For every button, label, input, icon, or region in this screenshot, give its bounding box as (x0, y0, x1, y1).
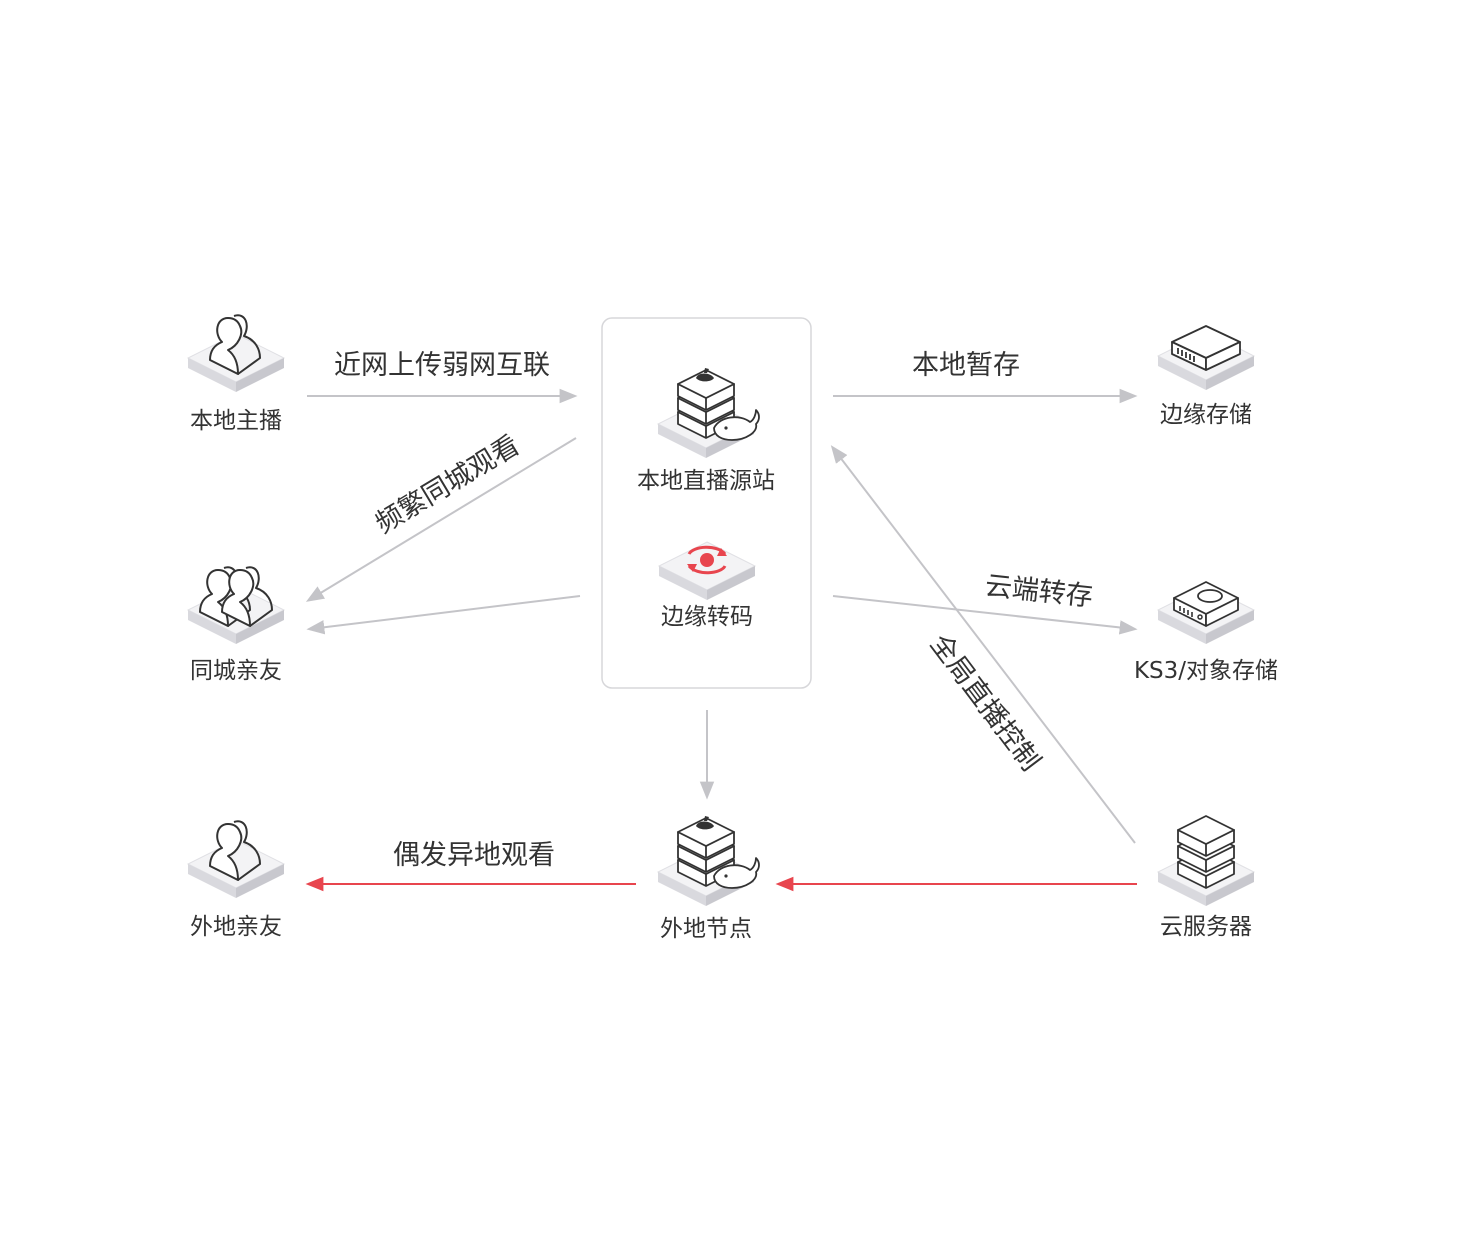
node-label-ks3-storage: KS3/对象存储 (1134, 658, 1278, 684)
node-remote-friends: 外地亲友 (187, 820, 285, 940)
node-edge-storage: 边缘存储 (1157, 325, 1255, 428)
edge-label-local-temp: 本地暂存 (912, 350, 1020, 381)
node-label-remote-node: 外地节点 (660, 916, 752, 942)
server-stack-icon (1157, 815, 1255, 907)
edge-label-frequent-local: 频繁同城观看 (370, 430, 525, 540)
storage-box-icon (1157, 325, 1255, 391)
users-icon (187, 566, 285, 645)
node-ks3-storage: KS3/对象存储 (1134, 581, 1278, 684)
node-same-city-friends: 同城亲友 (187, 566, 285, 684)
edge-transcode-to-same-city (306, 595, 581, 635)
user-icon (187, 314, 285, 393)
node-label-same-city-friends: 同城亲友 (190, 658, 282, 684)
disk-drive-icon (1157, 581, 1255, 645)
edge-label-cloud-transfer: 云端转存 (984, 570, 1095, 612)
node-local-streamer: 本地主播 (187, 314, 285, 434)
local-origin-container (601, 317, 812, 689)
node-edge-transcode: 边缘转码 (658, 541, 756, 630)
edge-label-occasional-remote: 偶发异地观看 (393, 840, 555, 871)
edge-label-upload: 近网上传弱网互联 (334, 350, 550, 381)
node-label-edge-storage: 边缘存储 (1160, 402, 1252, 428)
node-cloud-server: 云服务器 (1157, 815, 1255, 940)
edge-cloud-to-origin (830, 445, 1136, 844)
node-label-edge-transcode: 边缘转码 (661, 604, 753, 630)
edge-origin-to-same-city (305, 437, 577, 602)
node-local-origin: 本地直播源站 (637, 367, 775, 494)
node-label-remote-friends: 外地亲友 (190, 914, 282, 940)
server-stack-icon (657, 815, 760, 907)
user-icon (187, 820, 285, 899)
node-remote-node: 外地节点 (657, 815, 760, 942)
edge-transcode-to-ks3 (832, 595, 1138, 635)
node-label-cloud-server: 云服务器 (1160, 914, 1252, 940)
node-label-local-streamer: 本地主播 (190, 408, 282, 434)
node-label-local-origin: 本地直播源站 (637, 468, 775, 494)
